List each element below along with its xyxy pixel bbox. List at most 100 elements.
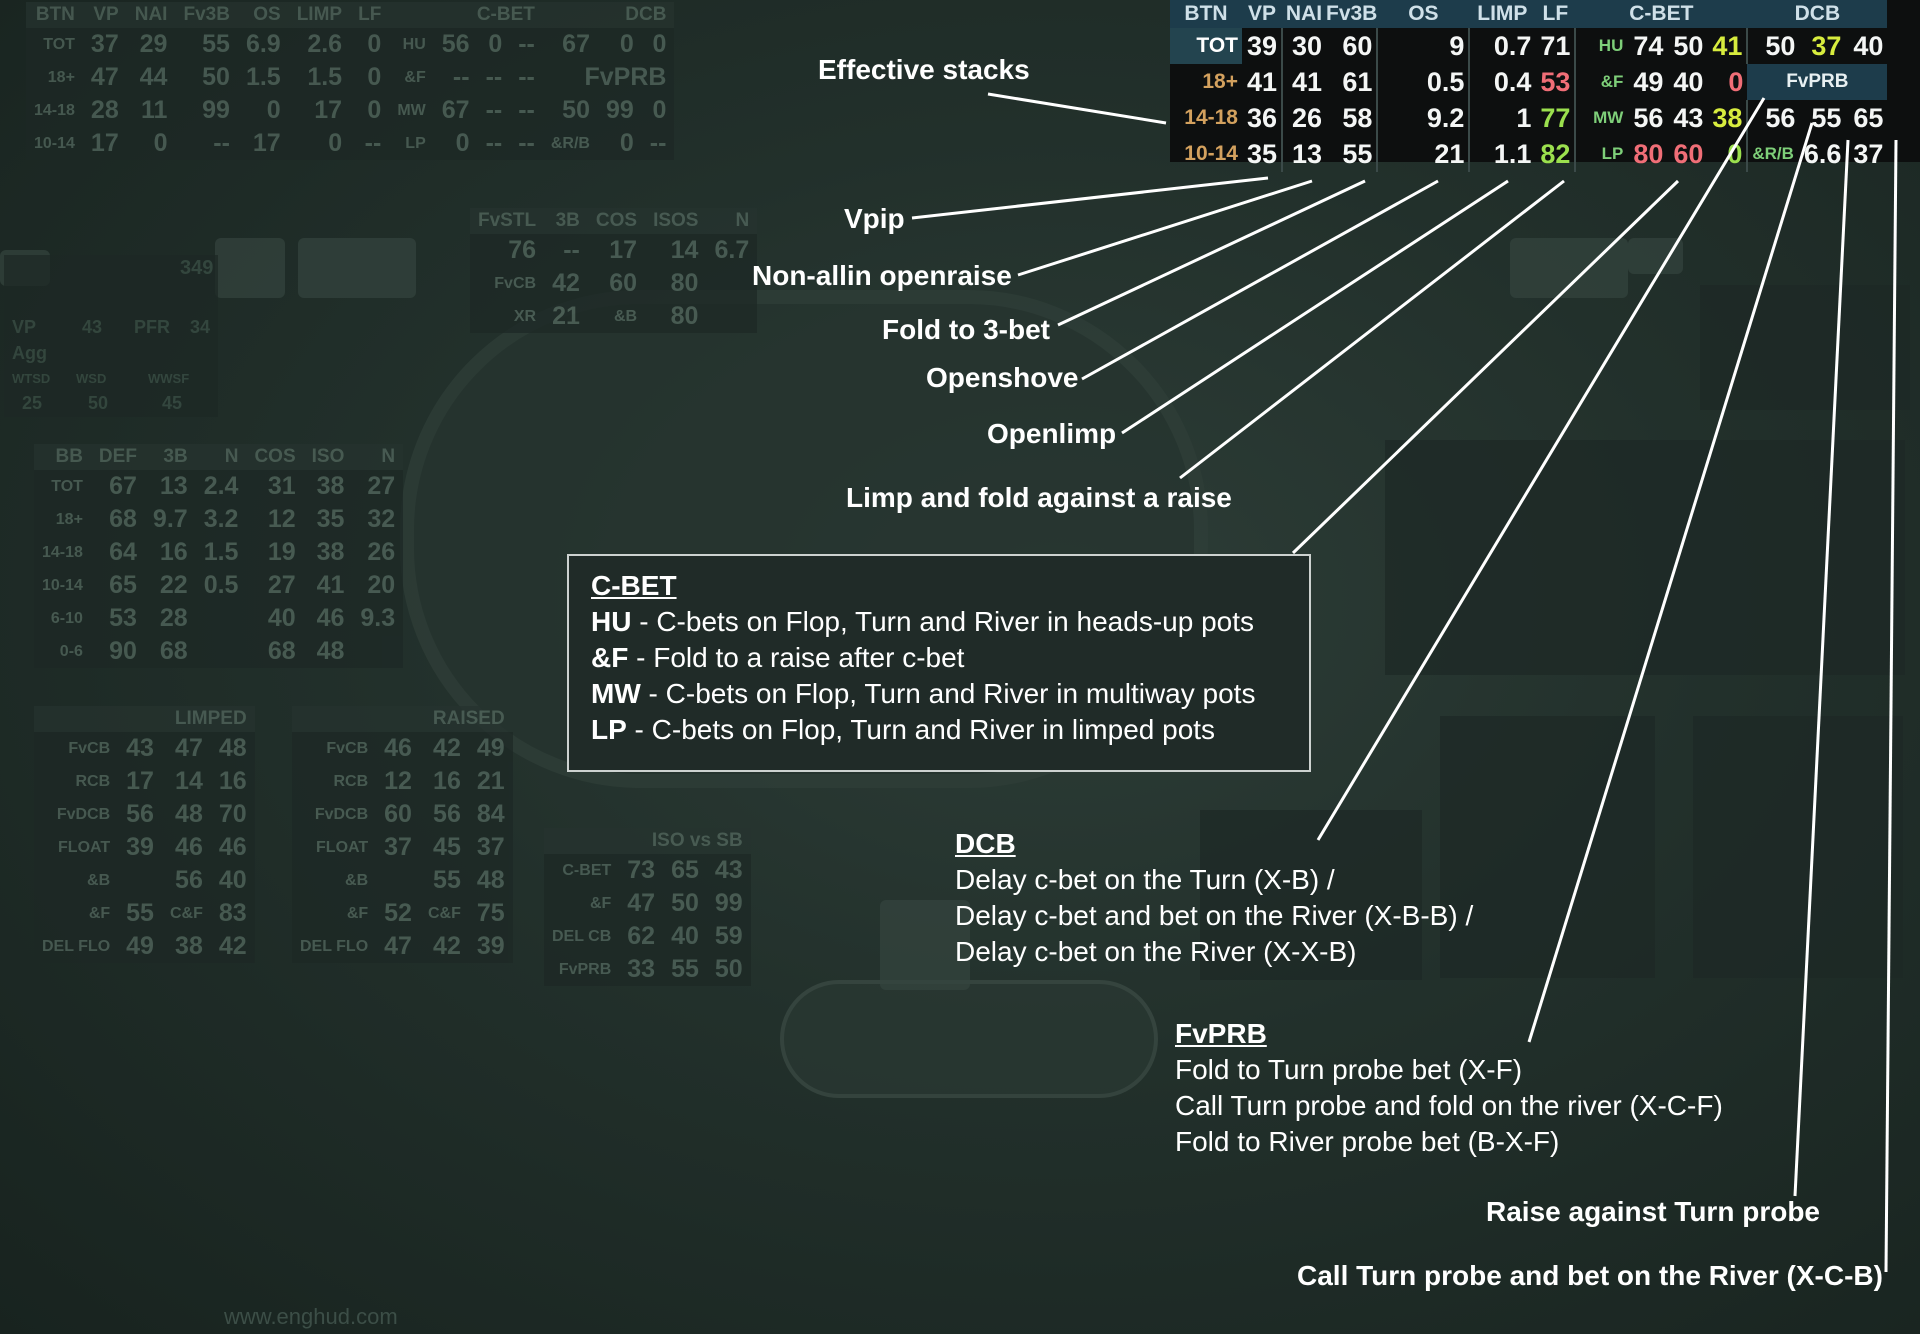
cbet-box-title: C-BET (591, 570, 677, 601)
stat-fv3b[interactable]: 55 (1342, 138, 1373, 169)
stat-nai[interactable]: 13 (1281, 136, 1326, 172)
faint-text: PFR (134, 317, 170, 337)
faint-cell: -- (518, 96, 535, 124)
label-fold-3bet: Fold to 3-bet (882, 314, 1050, 345)
label-openshove: Openshove (926, 362, 1079, 393)
stat-nai[interactable]: 26 (1281, 100, 1326, 136)
faint-cell: 70 (218, 800, 247, 828)
faint-header: ISO (303, 444, 353, 470)
faint-cell: 1.5 (307, 63, 343, 91)
faint-cell: 39 (126, 833, 154, 861)
faint-cell: 37 (384, 833, 412, 861)
stat-cbet-1[interactable]: 74 (1633, 30, 1664, 61)
faint-cell: 64 (109, 538, 137, 566)
stat-fv3b[interactable]: 58 (1342, 102, 1373, 133)
cbet-box-line: MW - C-bets on Flop, Turn and River in m… (591, 676, 1287, 712)
faint-cell: 48 (175, 800, 203, 828)
faint-cell: 42 (218, 932, 247, 960)
player-hud[interactable]: BTN VP NAI Fv3B OS LIMP LF C-BET DCB TOT… (1170, 0, 1920, 172)
stat-cbet-1[interactable]: 49 (1633, 66, 1664, 97)
stat-rb-1[interactable]: 6.6 (1803, 138, 1842, 169)
stat-os[interactable]: 0.5 (1376, 64, 1470, 100)
stat-nai[interactable]: 30 (1281, 28, 1326, 64)
faint-cell: 99 (714, 889, 743, 917)
stat-lf[interactable]: 82 (1540, 138, 1571, 169)
faint-cell: 46 (175, 833, 203, 861)
faint-cell: -- (213, 129, 230, 157)
stat-fvprb-1[interactable]: 56 (1746, 100, 1800, 136)
faint-text: Agg (12, 343, 47, 363)
stat-cbet-3[interactable]: 0 (1728, 66, 1744, 97)
faint-cell: 28 (159, 604, 188, 632)
faint-cell: 47 (175, 734, 203, 762)
stat-limp[interactable]: 0.7 (1468, 28, 1536, 64)
seat-left-3 (298, 238, 416, 298)
stat-fvprb-2[interactable]: 55 (1811, 102, 1842, 133)
faint-cell: DEL FLO (42, 937, 111, 955)
stat-dcb-2[interactable]: 37 (1811, 30, 1842, 61)
faint-cell: 27 (367, 472, 396, 500)
stat-nai[interactable]: 41 (1281, 64, 1326, 100)
stat-cbet-3[interactable]: 38 (1712, 102, 1743, 133)
line-cbet (1291, 179, 1680, 555)
stat-lf[interactable]: 71 (1540, 30, 1571, 61)
stat-vp[interactable]: 36 (1246, 102, 1277, 133)
stat-limp[interactable]: 1 (1468, 100, 1536, 136)
stat-vp[interactable]: 39 (1246, 30, 1277, 61)
line-dcb (1316, 97, 1766, 841)
stat-os[interactable]: 21 (1376, 136, 1470, 172)
faint-cell: 90 (109, 637, 137, 665)
cbet-text: - C-bets on Flop, Turn and River in limp… (626, 714, 1216, 745)
faint-cell: RCB (333, 772, 369, 790)
stat-cbet-2[interactable]: 40 (1673, 66, 1704, 97)
faint-cell: 75 (476, 899, 505, 927)
stat-limp[interactable]: 0.4 (1468, 64, 1536, 100)
stat-fv3b[interactable]: 60 (1342, 30, 1373, 61)
header-limp: LIMP (1469, 0, 1536, 28)
faint-cell: 20 (367, 571, 396, 599)
faint-cell: 48 (218, 734, 247, 762)
line-os (1081, 179, 1439, 381)
stat-cbet-2[interactable]: 43 (1673, 102, 1704, 133)
stat-vp[interactable]: 35 (1246, 138, 1277, 169)
stat-fv3b[interactable]: 61 (1342, 66, 1373, 97)
stat-lf[interactable]: 77 (1540, 102, 1571, 133)
stat-lf[interactable]: 53 (1540, 66, 1571, 97)
faint-cell: 12 (384, 767, 412, 795)
faint-cell: 37 (90, 30, 119, 58)
stat-dcb-3[interactable]: 40 (1853, 30, 1884, 61)
faint-cell: 83 (218, 899, 247, 927)
stat-fvprb-3[interactable]: 65 (1853, 102, 1884, 133)
stat-limp[interactable]: 1.1 (1468, 136, 1536, 172)
stat-dcb-1[interactable]: 50 (1746, 28, 1800, 64)
stat-rb-2[interactable]: 37 (1853, 138, 1884, 169)
stat-cbet-3[interactable]: 0 (1727, 138, 1743, 169)
faint-cell: 38 (316, 472, 345, 500)
faint-cell: FvCB (68, 739, 111, 757)
header-lf: LF (1535, 0, 1576, 28)
stat-cbet-2[interactable]: 60 (1673, 138, 1704, 169)
faint-header: DEF (90, 444, 145, 470)
stat-os[interactable]: 9.2 (1376, 100, 1470, 136)
stat-vp[interactable]: 41 (1246, 66, 1277, 97)
faint-cell: FvPRB (584, 63, 667, 91)
dcb-line: Delay c-bet on the River (X-X-B) (955, 936, 1357, 967)
cbet-box-line: &F - Fold to a raise after c-bet (591, 640, 1287, 676)
stat-cbet-2[interactable]: 50 (1673, 30, 1704, 61)
faint-cell: RCB (75, 772, 111, 790)
faint-cell: 65 (109, 571, 137, 599)
stat-cbet-1[interactable]: 80 (1633, 138, 1664, 169)
stat-os[interactable]: 9 (1376, 28, 1470, 64)
faint-cell: 9.7 (152, 505, 188, 533)
faint-cell: 16 (218, 767, 247, 795)
sub-label-rb: &R/B (1746, 136, 1800, 172)
stat-cbet-1[interactable]: 56 (1633, 102, 1664, 133)
faint-header: BTN (26, 2, 83, 28)
label-vpip: Vpip (844, 203, 905, 234)
faint-cell: -- (563, 236, 580, 264)
faint-cell: 6-10 (50, 609, 83, 627)
faint-cell: 41 (316, 571, 345, 599)
stat-cbet-3[interactable]: 41 (1712, 30, 1743, 61)
